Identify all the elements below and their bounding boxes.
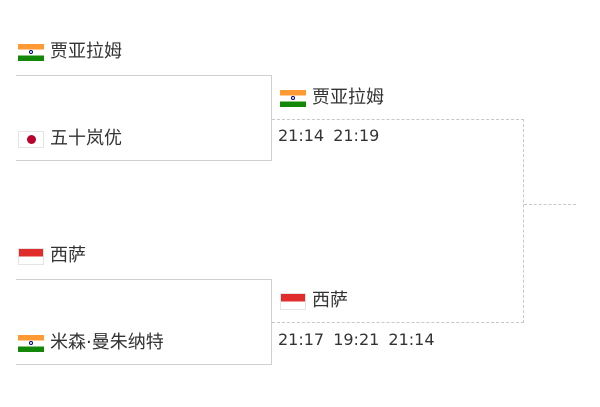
match2-player2[interactable]: 米森·曼朱纳特 (18, 329, 164, 357)
player-name: 贾亚拉姆 (50, 41, 122, 62)
final-connector (524, 204, 576, 205)
winner-name: 贾亚拉姆 (312, 87, 384, 108)
indonesia-flag-icon (18, 247, 44, 265)
winner1[interactable]: 贾亚拉姆 (280, 84, 384, 112)
match1-connector (16, 75, 272, 161)
match1-player1[interactable]: 贾亚拉姆 (18, 38, 122, 66)
match1-player2[interactable]: 五十岚优 (18, 125, 122, 153)
winner2-score: 21:17 19:21 21:14 (278, 330, 435, 349)
player-name: 米森·曼朱纳特 (50, 332, 164, 353)
japan-flag-icon (18, 130, 44, 148)
match2-connector (16, 279, 272, 365)
winner1-score: 21:14 21:19 (278, 126, 380, 145)
semifinal-connector (272, 119, 524, 323)
player-name: 西萨 (50, 245, 86, 266)
india-flag-icon (18, 43, 44, 61)
player-name: 五十岚优 (50, 128, 122, 149)
india-flag-icon (18, 334, 44, 352)
indonesia-flag-icon (280, 292, 306, 310)
winner2[interactable]: 西萨 (280, 287, 348, 315)
match2-player1[interactable]: 西萨 (18, 242, 86, 270)
winner-name: 西萨 (312, 290, 348, 311)
india-flag-icon (280, 89, 306, 107)
